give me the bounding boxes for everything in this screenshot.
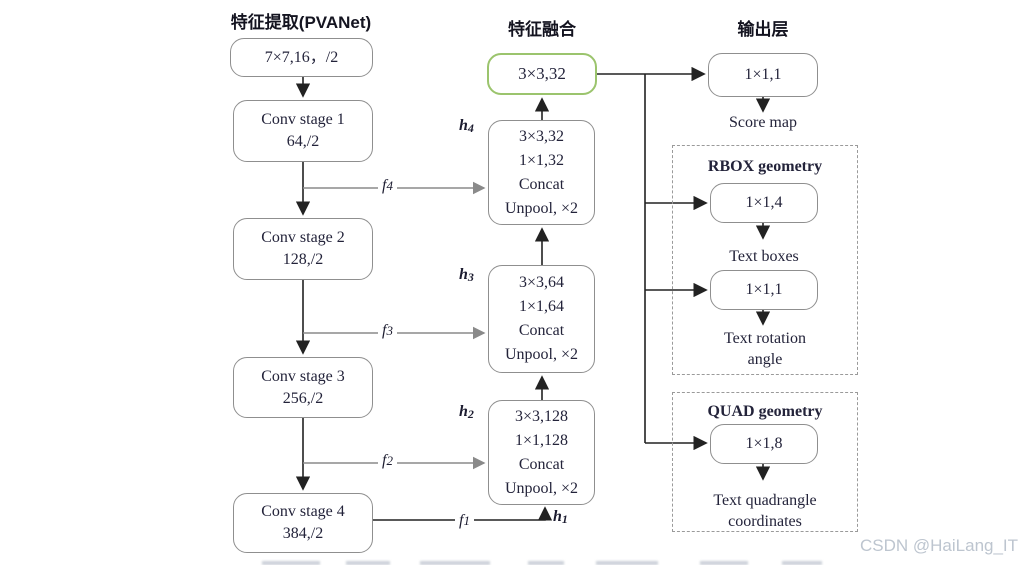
stem-conv-label: 7×7,16，/2: [264, 48, 339, 66]
h2-block-label: h2: [459, 403, 474, 421]
stem-conv-box: 7×7,16，/2: [230, 38, 373, 77]
score-map-conv-box: 1×1,1: [708, 53, 818, 97]
text-rotation-line: Text rotation: [724, 330, 806, 347]
h4-line-4: Unpool, ×2: [504, 199, 579, 217]
conv-stage-2-box: Conv stage 2 128,/2: [233, 218, 373, 280]
text-rotation-angle-caption: Text rotation angle: [690, 328, 840, 370]
h3-line-2: 1×1,64: [518, 298, 565, 315]
caption-fragment: [262, 561, 320, 565]
h2-line-4: Unpool, ×2: [504, 479, 579, 497]
text-quadrangle-caption: Text quadrangle coordinates: [685, 490, 845, 532]
h2-line-1: 3×3,128: [514, 407, 569, 425]
rbox-geometry-group: [672, 145, 858, 375]
cropped-caption-fragment: [0, 560, 1031, 565]
conv-stage-1-box: Conv stage 1 64,/2: [233, 100, 373, 162]
h4-line-1: 3×3,32: [518, 127, 565, 145]
h3-line-4: Unpool, ×2: [504, 346, 579, 363]
conv-stage-4-name: Conv stage 4: [261, 503, 345, 521]
text-boxes-caption: Text boxes: [729, 248, 799, 265]
h1-label: h1: [553, 508, 568, 526]
conv-stage-3-spec: 256,/2: [282, 389, 324, 407]
h3-line-3: Concat: [518, 322, 565, 339]
caption-fragment: [782, 561, 822, 565]
h2-line-2: 1×1,128: [514, 431, 569, 449]
rbox-textbox-conv-box: 1×1,4: [710, 183, 818, 223]
h4-line-2: 1×1,32: [518, 151, 565, 169]
f1-branch-label: f1: [455, 512, 474, 530]
text-quadrangle-line: Text quadrangle: [713, 492, 817, 509]
quad-conv-box: 1×1,8: [710, 424, 818, 464]
output-column-title: 输出层: [737, 20, 789, 39]
quad-conv-label: 1×1,8: [745, 435, 783, 453]
conv-stage-1-spec: 64,/2: [286, 133, 320, 150]
angle-line: angle: [747, 351, 783, 368]
conv-stage-4-spec: 384,/2: [282, 525, 324, 542]
fusion-column-title: 特征融合: [508, 20, 576, 39]
score-map-caption: Score map: [729, 114, 797, 131]
quad-geometry-group: [672, 392, 858, 532]
conv-stage-4-box: Conv stage 4 384,/2: [233, 493, 373, 553]
h3-block: 3×3,64 1×1,64 Concat Unpool, ×2: [488, 265, 595, 373]
h3-line-1: 3×3,64: [518, 274, 565, 291]
conv-stage-3-name: Conv stage 3: [261, 367, 345, 385]
score-map-conv-label: 1×1,1: [744, 66, 782, 84]
caption-fragment: [596, 561, 658, 565]
f4-branch-label: f4: [378, 177, 397, 195]
caption-fragment: [700, 561, 748, 565]
conv-stage-2-name: Conv stage 2: [261, 229, 345, 247]
quad-geometry-title: QUAD geometry: [707, 403, 823, 420]
caption-fragment: [528, 561, 564, 565]
f2-branch-label: f2: [378, 452, 397, 470]
rbox-angle-conv-label: 1×1,1: [745, 281, 783, 299]
rbox-geometry-title: RBOX geometry: [707, 158, 823, 175]
h4-block-label: h4: [459, 117, 474, 135]
h2-block: 3×3,128 1×1,128 Concat Unpool, ×2: [488, 400, 595, 505]
fusion-output-box: 3×3,32: [487, 53, 597, 95]
caption-fragment: [346, 561, 390, 565]
rbox-angle-conv-box: 1×1,1: [710, 270, 818, 310]
fusion-output-label: 3×3,32: [518, 63, 566, 83]
h3-block-label: h3: [459, 266, 474, 284]
caption-fragment: [420, 561, 490, 565]
f3-branch-label: f3: [378, 322, 397, 340]
h4-line-3: Concat: [518, 175, 565, 193]
coordinates-line: coordinates: [728, 513, 802, 530]
rbox-textbox-conv-label: 1×1,4: [745, 194, 783, 212]
conv-stage-2-spec: 128,/2: [282, 251, 324, 268]
extract-column-title: 特征提取(PVANet): [230, 13, 372, 32]
conv-stage-1-name: Conv stage 1: [261, 111, 345, 129]
h2-line-3: Concat: [518, 455, 565, 473]
watermark-text: CSDN @HaiLang_IT: [860, 536, 1019, 555]
conv-stage-3-box: Conv stage 3 256,/2: [233, 357, 373, 418]
h4-block: 3×3,32 1×1,32 Concat Unpool, ×2: [488, 120, 595, 225]
